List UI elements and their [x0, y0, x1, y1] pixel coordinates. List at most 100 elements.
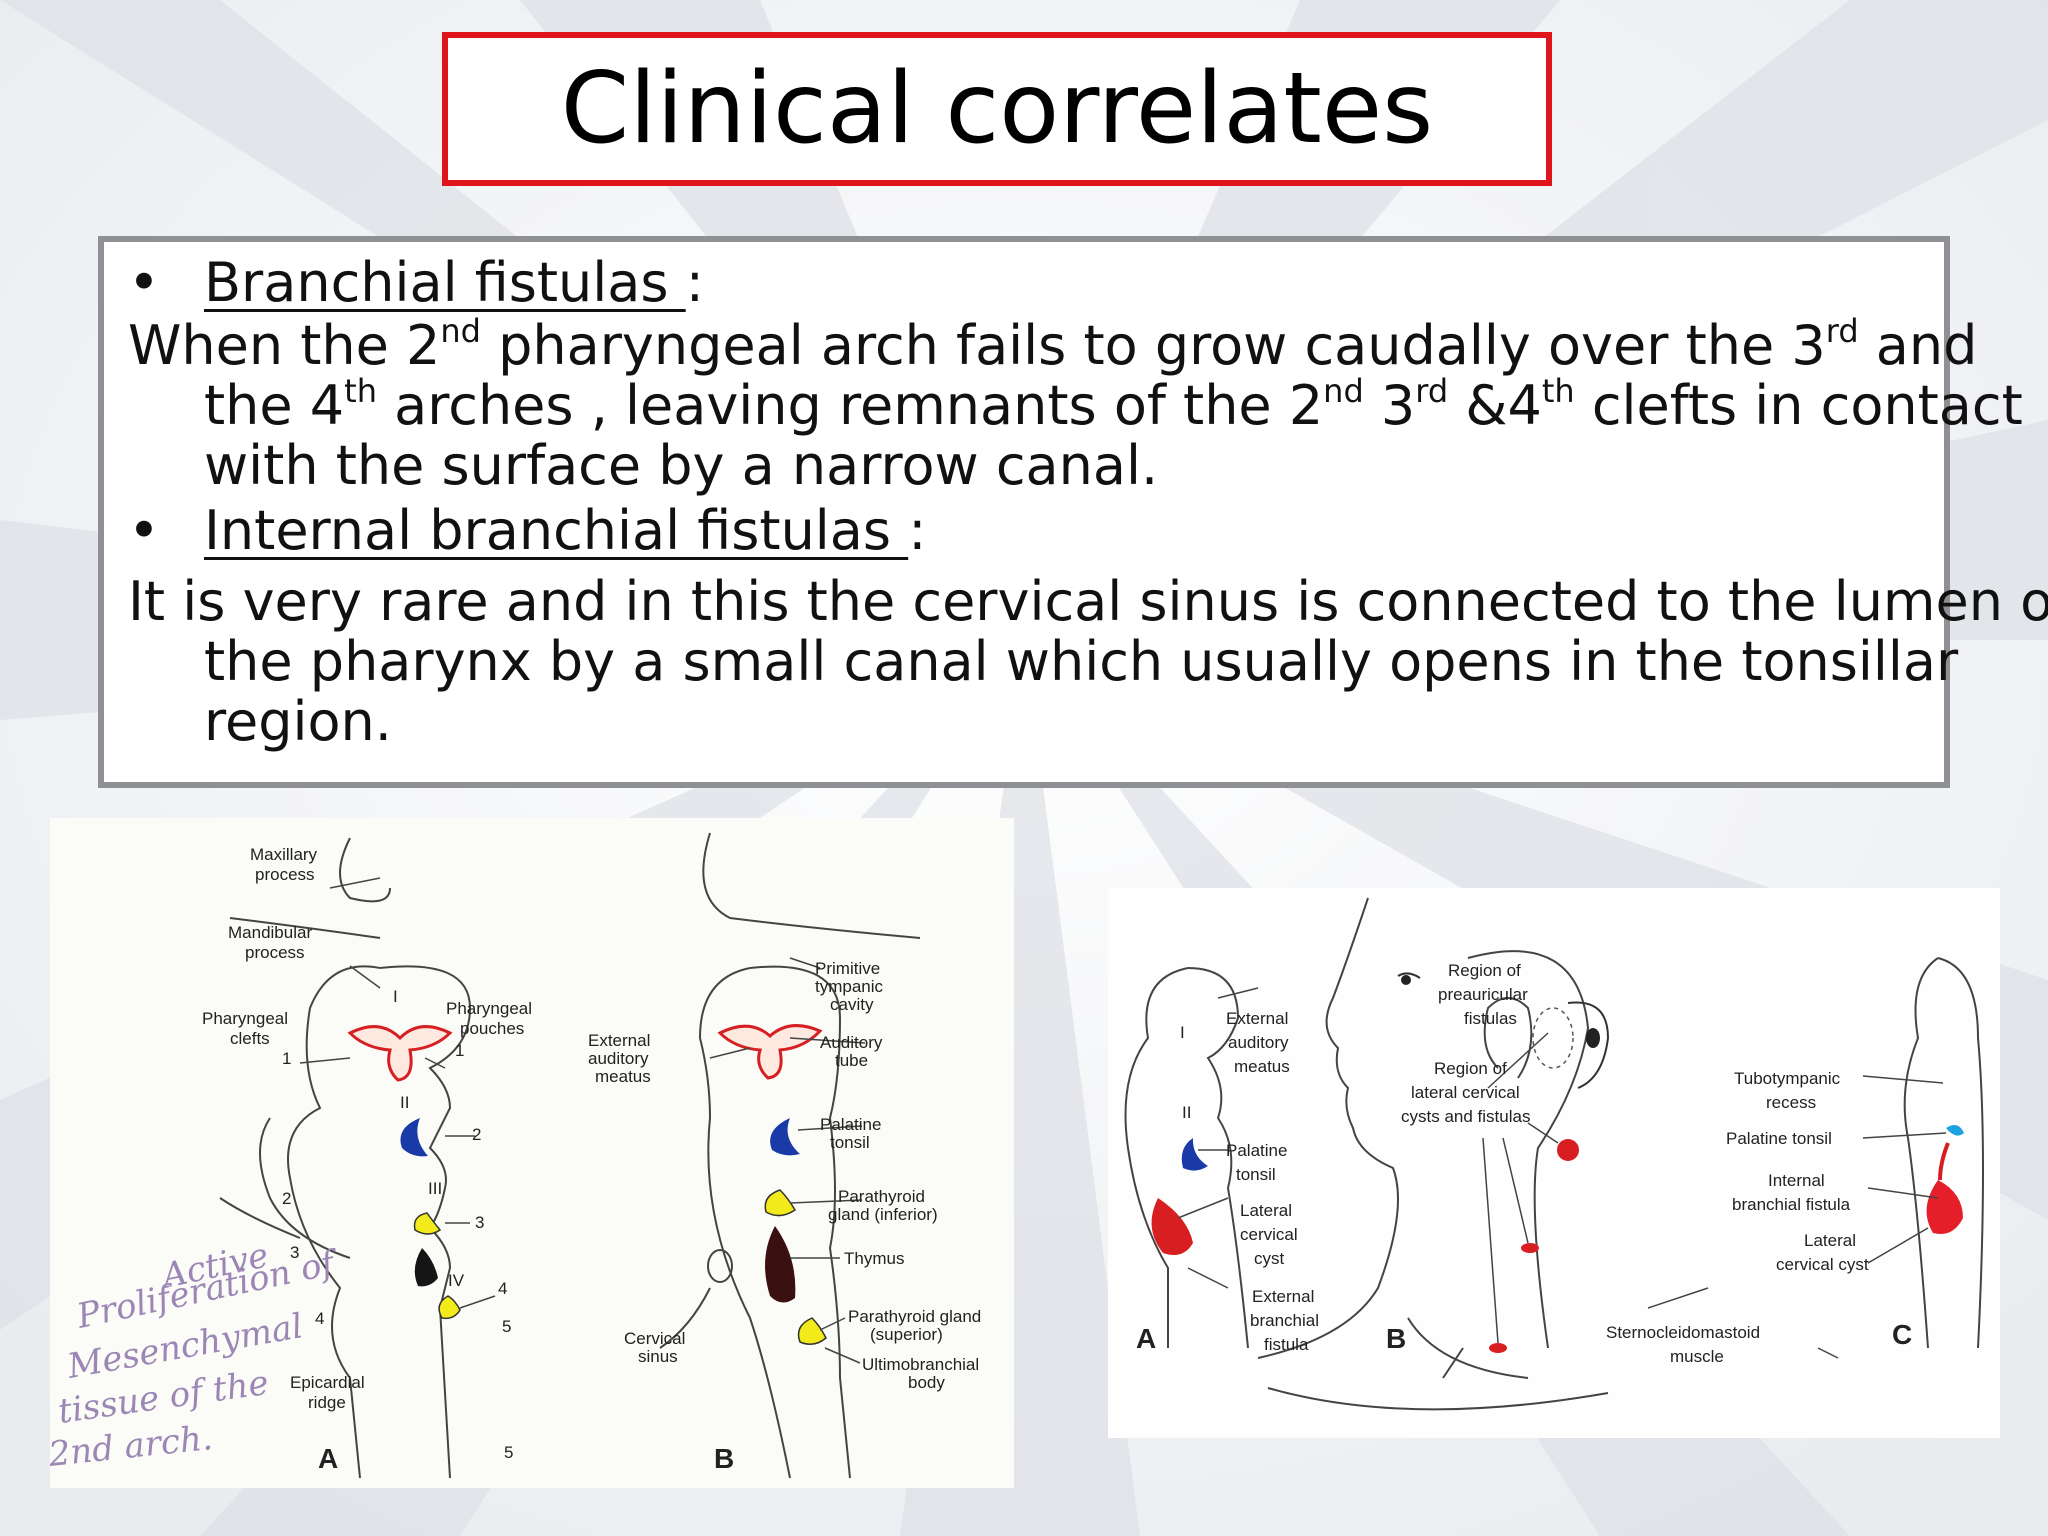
slide-title: Clinical correlates	[560, 52, 1434, 166]
lateral-cyst-b	[1557, 1139, 1579, 1161]
svg-text:recess: recess	[1766, 1093, 1816, 1112]
svg-text:B: B	[714, 1443, 734, 1474]
para1-line2: the 4th arches , leaving remnants of the…	[204, 372, 2023, 437]
svg-text:fistula: fistula	[1264, 1335, 1309, 1354]
svg-text:IV: IV	[448, 1271, 465, 1290]
svg-text:Lateral: Lateral	[1804, 1231, 1856, 1250]
svg-text:pouches: pouches	[460, 1019, 524, 1038]
svg-text:body: body	[908, 1373, 945, 1392]
svg-text:cavity: cavity	[830, 995, 874, 1014]
svg-text:5: 5	[504, 1443, 513, 1462]
svg-text:tonsil: tonsil	[1236, 1165, 1276, 1184]
svg-text:External: External	[1252, 1287, 1314, 1306]
svg-text:External: External	[588, 1031, 650, 1050]
figure-right-drawing: External auditory meatus Palatine tonsil…	[1124, 897, 1984, 1411]
svg-text:clefts: clefts	[230, 1029, 270, 1048]
figure-pharyngeal-arches: Maxillary process Mandibular process Pha…	[50, 818, 1014, 1488]
svg-text:II: II	[400, 1093, 409, 1112]
parathyroid-yellow-b2	[797, 1317, 827, 1345]
svg-text:process: process	[255, 865, 315, 884]
svg-text:Pharyngeal: Pharyngeal	[202, 1009, 288, 1028]
parathyroid-yellow-a	[413, 1212, 442, 1235]
para2-line2: the pharynx by a small canal which usual…	[204, 630, 1959, 693]
svg-text:II: II	[1182, 1103, 1191, 1122]
svg-text:branchial fistula: branchial fistula	[1732, 1195, 1851, 1214]
svg-text:Auditory: Auditory	[820, 1033, 883, 1052]
svg-text:Palatine tonsil: Palatine tonsil	[1726, 1129, 1832, 1148]
svg-text:Palatine: Palatine	[1226, 1141, 1287, 1160]
svg-text:branchial: branchial	[1250, 1311, 1319, 1330]
svg-text:Sternocleidomastoid: Sternocleidomastoid	[1606, 1323, 1760, 1342]
handwritten-annotation: Active Proliferation of Mesenchymal tiss…	[50, 1235, 343, 1475]
svg-text:Internal: Internal	[1768, 1171, 1825, 1190]
paragraph-branchial-fistulas: When the 2nd pharyngeal arch fails to gr…	[128, 312, 2023, 497]
svg-text:sinus: sinus	[638, 1347, 678, 1366]
svg-text:muscle: muscle	[1670, 1347, 1724, 1366]
svg-text:I: I	[1180, 1023, 1185, 1042]
content-box: •Branchial fistulas : When the 2nd phary…	[98, 236, 2048, 788]
svg-text:gland (inferior): gland (inferior)	[828, 1205, 938, 1224]
palatine-tonsil-a	[1181, 1138, 1208, 1171]
svg-text:Tubotympanic: Tubotympanic	[1734, 1069, 1841, 1088]
svg-text:B: B	[1386, 1323, 1406, 1354]
svg-text:tonsil: tonsil	[830, 1133, 870, 1152]
svg-text:Lateral: Lateral	[1240, 1201, 1292, 1220]
svg-text:Palatine: Palatine	[820, 1115, 881, 1134]
svg-text:External: External	[1226, 1009, 1288, 1028]
svg-text:1: 1	[282, 1049, 291, 1068]
svg-text:lateral cervical: lateral cervical	[1411, 1083, 1520, 1102]
svg-text:A: A	[318, 1443, 338, 1474]
para2-line1: It is very rare and in this the cervical…	[128, 570, 2048, 633]
svg-text:3: 3	[290, 1243, 299, 1262]
svg-text:cyst: cyst	[1254, 1249, 1285, 1268]
para1-line3: with the surface by a narrow canal.	[204, 434, 1159, 497]
svg-text:2: 2	[472, 1125, 481, 1144]
svg-text:cysts and fistulas: cysts and fistulas	[1401, 1107, 1530, 1126]
bullet-internal-branchial-fistulas: • Internal branchial fistulas :	[128, 498, 1924, 564]
parathyroid-yellow-b	[764, 1189, 797, 1217]
svg-text:meatus: meatus	[595, 1067, 651, 1086]
svg-text:preauricular: preauricular	[1438, 985, 1528, 1004]
palatine-tonsil-c	[1946, 1124, 1964, 1136]
svg-text:meatus: meatus	[1234, 1057, 1290, 1076]
svg-text:1: 1	[455, 1041, 464, 1060]
svg-text:auditory: auditory	[1228, 1033, 1289, 1052]
svg-text:4: 4	[315, 1309, 324, 1328]
svg-text:process: process	[245, 943, 305, 962]
svg-text:3: 3	[475, 1213, 484, 1232]
first-pouch-red	[347, 1025, 453, 1082]
svg-text:A: A	[1136, 1323, 1156, 1354]
svg-text:fistulas: fistulas	[1464, 1009, 1517, 1028]
palatine-tonsil-blue	[400, 1118, 428, 1157]
svg-text:ridge: ridge	[308, 1393, 346, 1412]
svg-text:tympanic: tympanic	[815, 977, 884, 996]
svg-text:III: III	[428, 1179, 442, 1198]
bullet-label: Branchial fistulas	[204, 251, 686, 314]
para1-line1: When the 2nd pharyngeal arch fails to gr…	[128, 312, 1978, 377]
title-box: Clinical correlates	[442, 32, 1552, 186]
svg-text:Epicardial: Epicardial	[290, 1373, 365, 1392]
svg-text:4: 4	[498, 1279, 507, 1298]
figure-branchial-cysts-fistulas: External auditory meatus Palatine tonsil…	[1108, 888, 2000, 1438]
svg-text:Ultimobranchial: Ultimobranchial	[862, 1355, 979, 1374]
svg-text:5: 5	[502, 1317, 511, 1336]
svg-text:Thymus: Thymus	[844, 1249, 904, 1268]
svg-text:Maxillary: Maxillary	[250, 845, 318, 864]
svg-text:I: I	[393, 987, 398, 1006]
thymus-black-b	[765, 1226, 796, 1303]
bullet-dot-icon: •	[128, 499, 160, 562]
bullet-branchial-fistulas: •Branchial fistulas :	[128, 250, 1924, 316]
thymus-black-a	[414, 1248, 438, 1287]
svg-text:(superior): (superior)	[870, 1325, 943, 1344]
svg-text:Parathyroid: Parathyroid	[838, 1187, 925, 1206]
svg-text:Cervical: Cervical	[624, 1329, 685, 1348]
palatine-tonsil-blue-b	[770, 1118, 800, 1156]
paragraph-internal-branchial-fistulas: It is very rare and in this the cervical…	[128, 570, 2048, 752]
svg-text:cervical: cervical	[1240, 1225, 1298, 1244]
bullet-label: Internal branchial fistulas	[204, 499, 909, 562]
svg-text:C: C	[1892, 1319, 1912, 1350]
svg-text:cervical cyst: cervical cyst	[1776, 1255, 1869, 1274]
svg-text:Pharyngeal: Pharyngeal	[446, 999, 532, 1018]
bullet-colon: :	[908, 499, 927, 562]
svg-text:Region of: Region of	[1434, 1059, 1507, 1078]
